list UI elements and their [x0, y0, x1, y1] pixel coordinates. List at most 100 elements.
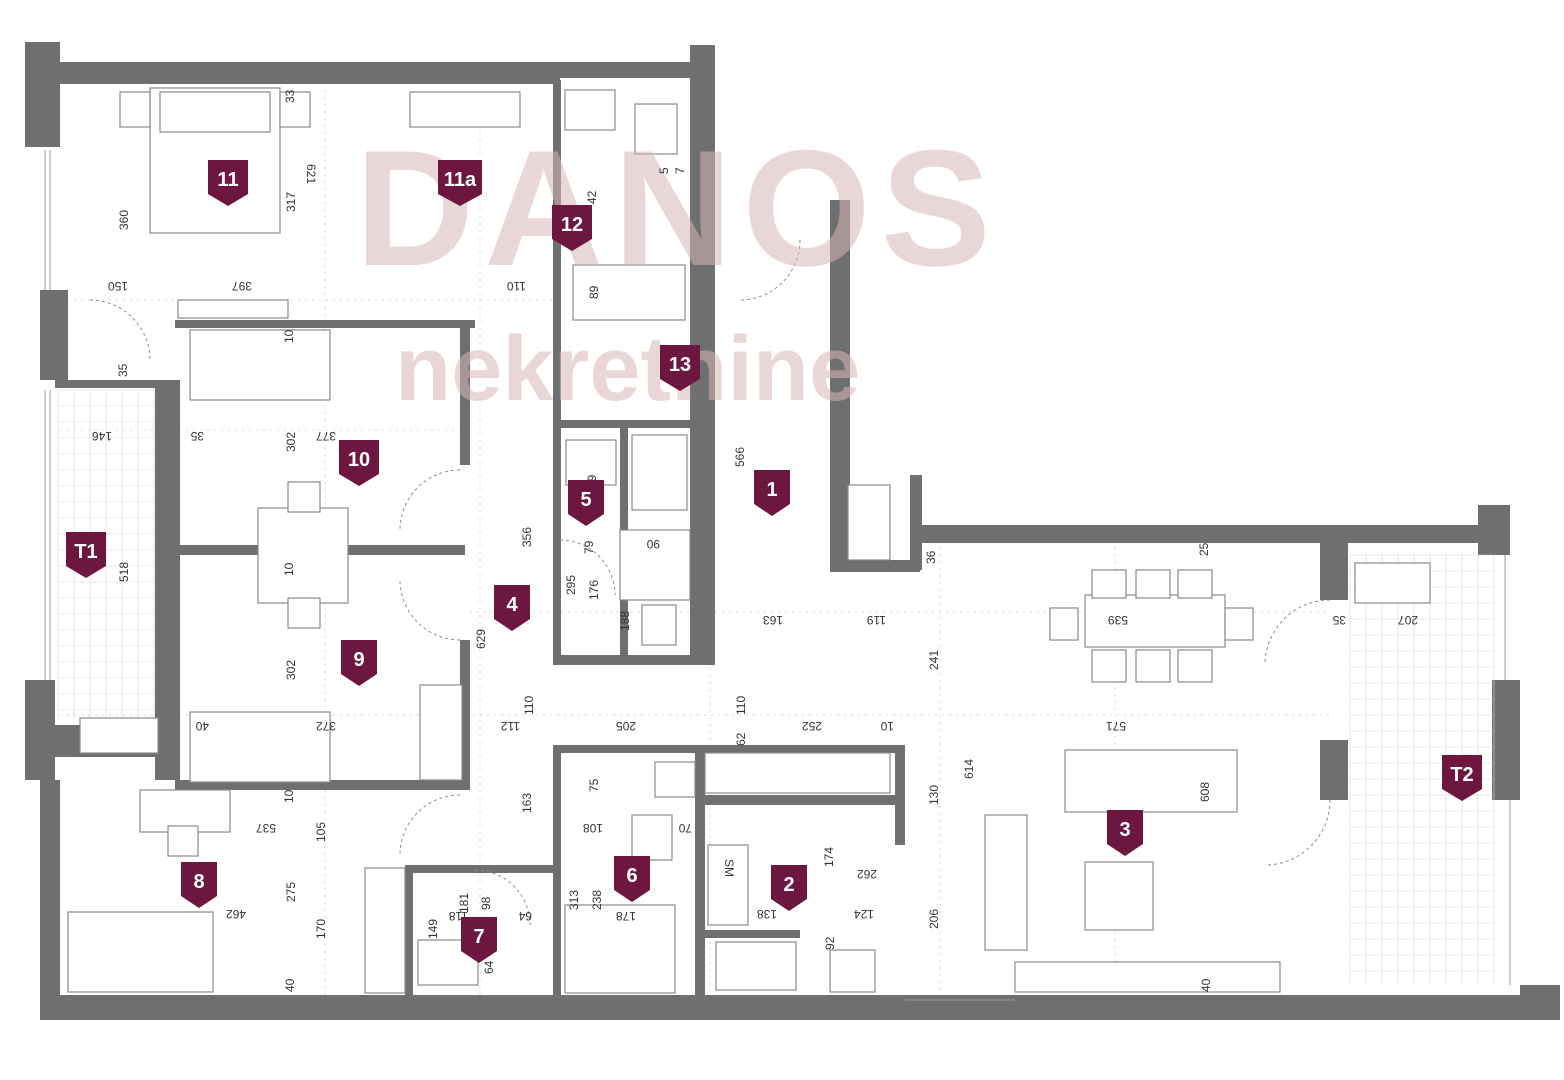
kitchen-counter: [704, 752, 891, 794]
dimension-label: 170: [314, 919, 328, 939]
dimension-label: 539: [1108, 613, 1128, 627]
room-badge-13: 13: [660, 345, 700, 391]
room-badge-5: 5: [568, 480, 604, 526]
dimension-label: 206: [927, 909, 941, 929]
terrace-badge-t2: T2: [1442, 755, 1482, 801]
toilet: [634, 103, 678, 155]
doors: [89, 239, 1331, 926]
room-label: 6: [626, 865, 637, 887]
dimension-label: 262: [857, 867, 877, 881]
dimension-label: 119: [867, 613, 886, 627]
dimension-label: 518: [117, 562, 131, 582]
dimension-label: 571: [1106, 719, 1126, 733]
sink: [564, 89, 616, 131]
dimension-label: 110: [507, 279, 526, 293]
dimension-label: 295: [564, 575, 578, 595]
dimension-label: 372: [316, 719, 336, 733]
dimension-label: 150: [108, 279, 128, 293]
dimension-label: 608: [1198, 782, 1212, 802]
bed: [67, 911, 214, 993]
room-label: 12: [561, 214, 583, 236]
dimension-label: 207: [1398, 613, 1418, 627]
sofa: [1064, 749, 1238, 813]
room-badge-11: 11: [208, 160, 248, 206]
dimension-label: 275: [284, 882, 298, 902]
shelves: [847, 484, 891, 561]
watermark: DANOS nekretnine: [355, 116, 1001, 420]
dimension-label: 614: [962, 759, 976, 779]
dimension-label: 105: [314, 822, 328, 842]
dimension-label: 10: [880, 719, 894, 733]
hob: [829, 949, 876, 993]
shower: [619, 529, 691, 601]
dimension-label: 138: [757, 907, 777, 921]
room-badge-6: 6: [614, 856, 650, 902]
kitchen-sink: [715, 941, 797, 991]
room-label: 5: [580, 489, 591, 511]
room-badge-10: 10: [339, 440, 379, 486]
desk: [257, 507, 349, 604]
nightstand: [279, 91, 311, 128]
dimension-label: 621: [304, 164, 318, 184]
dimension-label: 356: [520, 527, 534, 547]
dimension-label: 35: [116, 363, 130, 377]
dimension-label: 90: [646, 537, 660, 551]
dimension-label: 124: [854, 907, 874, 921]
dimension-label: 302: [284, 432, 298, 452]
room-badge-7: 7: [461, 917, 497, 963]
dimension-label: 146: [92, 429, 112, 443]
dimension-label: 302: [284, 660, 298, 680]
terrace-badge-t1: T1: [66, 532, 106, 578]
dimension-label: 566: [733, 447, 747, 467]
dimension-label: 112: [501, 719, 520, 733]
room-label: 11a: [444, 169, 477, 191]
room-badge-3: 3: [1107, 810, 1143, 856]
room-badge-4: 4: [494, 585, 530, 631]
room-badge-11a: 11a: [438, 160, 482, 206]
dimension-label: 35: [1332, 613, 1346, 627]
dimension-label: 40: [195, 719, 209, 733]
watermark-line1: DANOS: [355, 116, 1001, 300]
wardrobe: [409, 91, 521, 128]
dimension-label: 188: [618, 611, 632, 631]
dimension-label: 7: [673, 167, 687, 174]
dimension-label: 110: [522, 696, 536, 715]
room-label: 9: [353, 649, 364, 671]
dimension-label: 629: [474, 629, 488, 649]
bathtub: [572, 264, 686, 321]
dimension-label: 40: [283, 978, 297, 992]
nightstand: [119, 91, 151, 128]
dimension-label: 64: [482, 960, 496, 974]
armchair: [984, 814, 1028, 951]
coffee-table: [1084, 861, 1154, 931]
walls: [25, 42, 1560, 1020]
dimension-label: 5: [657, 167, 671, 174]
dimension-label: 89: [587, 285, 601, 299]
dimension-label: 397: [232, 279, 252, 293]
room-label: 1: [766, 479, 777, 501]
washing-machine: [707, 844, 749, 926]
dining-table: [1084, 594, 1226, 648]
room-label: 7: [473, 926, 484, 948]
room-label: 8: [193, 871, 204, 893]
dimension-label: 205: [616, 719, 636, 733]
room-label: T1: [74, 541, 97, 563]
dimension-label: 317: [284, 192, 298, 212]
dimension-label: 98: [479, 896, 493, 910]
dimension-label: 149: [426, 919, 440, 939]
shower: [564, 904, 676, 994]
dimension-label: 79: [582, 540, 596, 554]
dimension-label: 25: [1197, 542, 1211, 556]
dimension-label: 377: [316, 429, 336, 443]
room-label: 13: [669, 354, 691, 376]
dimension-label: 313: [567, 890, 581, 910]
dimension-label: 35: [190, 429, 204, 443]
dimension-label: 130: [927, 785, 941, 805]
dimension-label: 10: [282, 789, 296, 803]
washing-machine-label: SM: [722, 859, 736, 877]
dimension-label: 252: [802, 719, 822, 733]
dimension-label: 75: [587, 778, 601, 792]
room-badge-9: 9: [341, 640, 377, 686]
dimension-label: 64: [518, 909, 532, 923]
